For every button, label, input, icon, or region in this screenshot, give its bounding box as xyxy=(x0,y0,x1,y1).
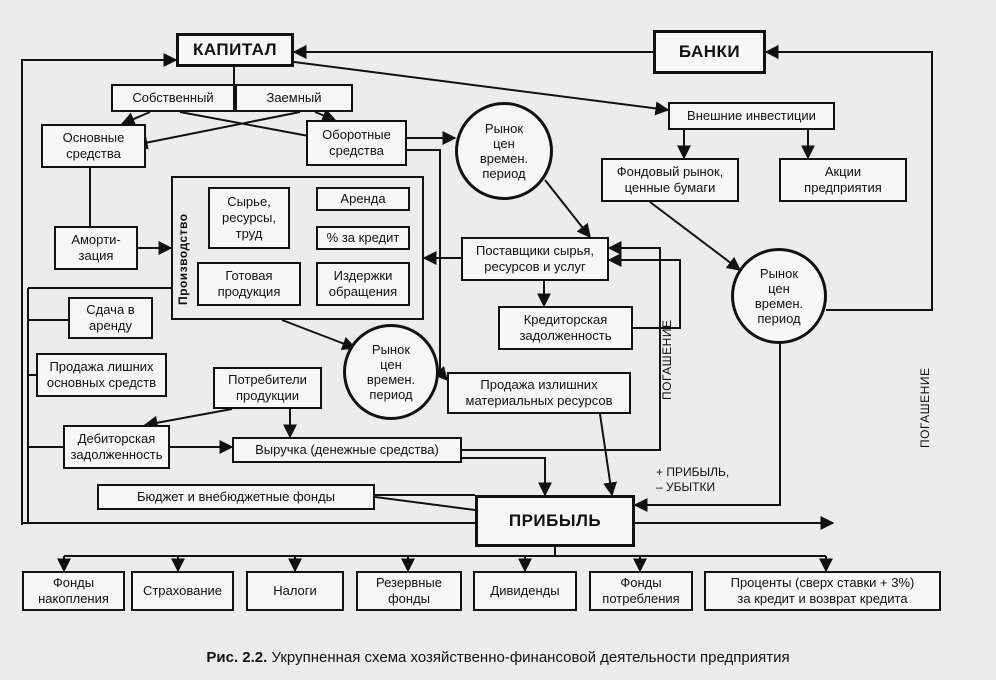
connector-kapital-to-investicii xyxy=(293,61,670,116)
strahovanie-box: Страхование xyxy=(131,571,234,611)
connector-oborotnye-to-izlishn xyxy=(407,149,448,382)
prodazha-izlishnih-box: Продажа излишних материальных ресурсов xyxy=(447,372,631,414)
fondy-potrebleniya-box: Фонды потребления xyxy=(589,571,693,611)
fondy-nakopleniya-box: Фонды накопления xyxy=(22,571,125,611)
proizvodstvo-frame xyxy=(171,176,424,320)
connector-potreb-to-debitor xyxy=(143,408,233,430)
connector-zaemny-to-osnovnye xyxy=(133,111,301,150)
connector-market-to-postavshiki xyxy=(544,179,591,239)
izderzhki-box: Издержки обращения xyxy=(316,262,410,306)
proizvodstvo-label: Производство xyxy=(176,213,190,305)
caption-prefix: Рис. 2.2. xyxy=(206,649,268,666)
oborotnye-sredstva-box: Оборотные средства xyxy=(306,120,407,166)
connector-izlishn-to-pribyl xyxy=(599,413,618,497)
caption-text: Укрупненная схема хозяйственно-финансово… xyxy=(271,649,790,666)
zaemny-box: Заемный xyxy=(235,84,353,112)
dividendy-box: Дивиденды xyxy=(473,571,577,611)
pogashenie-label-left: ПОГАШЕНИЕ xyxy=(660,319,674,400)
connector-market-right-to-pribyl xyxy=(633,344,781,512)
byudzhet-box: Бюджет и внебюджетные фонды xyxy=(97,484,375,510)
vyruchka-box: Выручка (денежные средства) xyxy=(232,437,462,463)
arenda-box: Аренда xyxy=(316,187,410,211)
procent-kredit-box: % за кредит xyxy=(316,226,410,250)
connector-kapital-left-loop xyxy=(21,53,178,525)
sobstvenny-box: Собственный xyxy=(111,84,235,112)
market-circle-top: Рынок цен времен. период xyxy=(455,102,553,200)
connector-fond-to-market-right xyxy=(649,201,742,271)
connector-right-return-to-banki xyxy=(764,45,933,311)
osnovnye-sredstva-box: Основные средства xyxy=(41,124,146,168)
vneshnie-investicii-box: Внешние инвестиции xyxy=(668,102,835,130)
figure-caption: Рис. 2.2. Укрупненная схема хозяйственно… xyxy=(0,649,996,666)
akcii-box: Акции предприятия xyxy=(779,158,907,202)
postavshiki-box: Поставщики сырья, ресурсов и услуг xyxy=(461,237,609,281)
prodazha-lishnih-box: Продажа лишних основных средств xyxy=(36,353,167,397)
pribyl-box: ПРИБЫЛЬ xyxy=(475,495,635,547)
kapital-box: КАПИТАЛ xyxy=(176,33,294,67)
debitorskaya-box: Дебиторская задолженность xyxy=(63,425,170,469)
connector-vyruchka-to-postav xyxy=(462,241,661,451)
pribyl-ubytki-label: + ПРИБЫЛЬ, – УБЫТКИ xyxy=(656,465,730,494)
connector-kredit-loop xyxy=(607,253,681,329)
nalogi-box: Налоги xyxy=(246,571,344,611)
market-circle-right: Рынок цен времен. период xyxy=(731,248,827,344)
potrebiteli-box: Потребители продукции xyxy=(213,367,322,409)
banki-box: БАНКИ xyxy=(653,30,766,74)
procenty-box: Проценты (сверх ставки + 3%) за кредит и… xyxy=(704,571,941,611)
syrie-box: Сырье, ресурсы, труд xyxy=(208,187,290,249)
connector-production-to-market-mid xyxy=(281,319,357,351)
fondovy-rynok-box: Фондовый рынок, ценные бумаги xyxy=(601,158,739,202)
pogashenie-label-right: ПОГАШЕНИЕ xyxy=(918,367,932,448)
connector-zaemny-to-oborotnye xyxy=(314,108,337,122)
connector-sobstv-to-osnovnye xyxy=(120,111,151,126)
rezervnye-fondy-box: Резервные фонды xyxy=(356,571,462,611)
connector-vyruchka-to-pribyl xyxy=(462,457,552,497)
kreditorskaya-box: Кредиторская задолженность xyxy=(498,306,633,350)
gotovaya-produkciya-box: Готовая продукция xyxy=(197,262,301,306)
sdacha-arenda-box: Сдача в аренду xyxy=(68,297,153,339)
market-circle-mid: Рынок цен времен. период xyxy=(343,324,439,420)
connector-sobstv-to-oborotnye xyxy=(179,111,332,145)
connector-byudzhet-to-pribyl xyxy=(374,496,476,511)
amortizaciya-box: Аморти- зация xyxy=(54,226,138,270)
